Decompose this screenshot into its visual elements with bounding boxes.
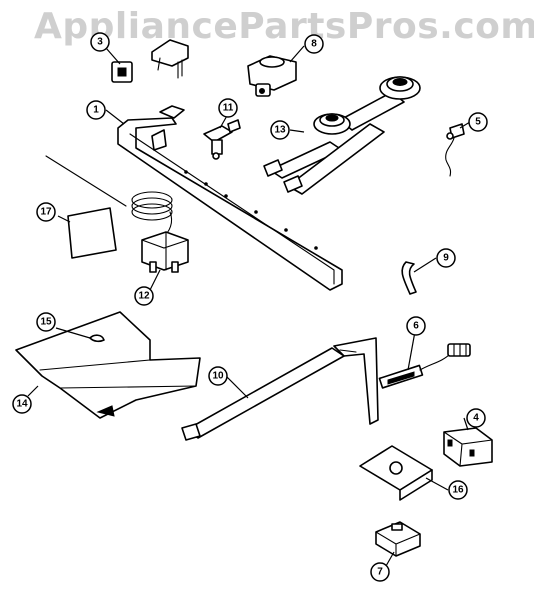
part-17-plate (67, 207, 117, 259)
callout-5-label: 5 (475, 117, 481, 128)
callout-3: 3 (90, 32, 110, 52)
callout-17-label: 17 (40, 207, 52, 218)
callout-12: 12 (134, 286, 154, 306)
part-13-burners (263, 76, 421, 195)
part-3-connector (111, 39, 189, 83)
callout-16-label: 16 (452, 485, 464, 496)
part-12-thermostat (141, 231, 189, 273)
callout-7: 7 (370, 562, 390, 582)
callout-5: 5 (468, 112, 488, 132)
part-16-bracket (359, 445, 433, 501)
part-7-switch (375, 521, 421, 557)
part-11-valve (203, 119, 241, 160)
callout-8: 8 (304, 34, 324, 54)
callout-11: 11 (218, 98, 238, 118)
callout-9: 9 (436, 248, 456, 268)
callout-13-label: 13 (274, 125, 286, 136)
part-9-tube (401, 261, 417, 295)
callout-4: 4 (466, 408, 486, 428)
part-8-regulator (247, 55, 297, 97)
callout-7-label: 7 (377, 567, 383, 578)
callout-10: 10 (208, 366, 228, 386)
part-14-baffle (15, 311, 201, 419)
callout-11-label: 11 (223, 103, 234, 114)
callout-16: 16 (448, 480, 468, 500)
callout-6-label: 6 (413, 321, 419, 332)
part-5-ignitor (445, 123, 465, 177)
callout-1: 1 (86, 100, 106, 120)
callout-9-label: 9 (443, 253, 449, 264)
callout-13: 13 (270, 120, 290, 140)
callout-3-label: 3 (97, 37, 103, 48)
callout-6: 6 (406, 316, 426, 336)
part-10-tube (181, 337, 379, 441)
callout-14: 14 (12, 394, 32, 414)
callout-14-label: 14 (16, 399, 28, 410)
callout-15: 15 (36, 312, 56, 332)
part-15-clip (89, 334, 105, 343)
capillary-coil (45, 155, 173, 239)
callout-1-label: 1 (93, 105, 99, 116)
part-4-switch (443, 427, 493, 467)
callout-10-label: 10 (212, 371, 224, 382)
part-6-ignitor (378, 343, 471, 389)
callout-15-label: 15 (40, 317, 52, 328)
callout-4-label: 4 (473, 413, 479, 424)
callout-8-label: 8 (311, 39, 317, 50)
callout-17: 17 (36, 202, 56, 222)
callout-12-label: 12 (138, 291, 150, 302)
part-1-manifold (117, 105, 343, 291)
